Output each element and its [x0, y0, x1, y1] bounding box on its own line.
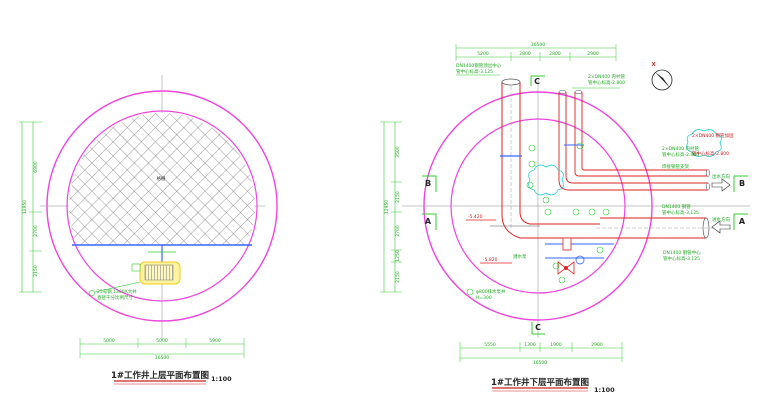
note-leader — [94, 281, 141, 293]
title-lower-plan: 1#工作井下层平面布置图 — [491, 377, 589, 388]
note-right-3: DN1400 钢管 — [662, 203, 691, 210]
left-dim-r-total: 12950 — [384, 200, 390, 214]
lower-level-plan: -5.420 -5.820 潜水泵 C C B A B A 出水方向 进水方向 … — [380, 42, 750, 394]
note-bottom-left-2: H=300 — [476, 295, 492, 301]
bottom-dimension-r: 5550 1300 1900 2900 16500 — [459, 342, 623, 366]
inner-shaft-ring — [66, 110, 258, 302]
note-top-left-1: DN1400钢管顶出中心 — [456, 62, 502, 69]
grate-tag — [131, 263, 141, 272]
note-top-right-1: 2×DN400 内衬管 — [588, 73, 625, 80]
left-dim-r-2: 2150 — [395, 191, 401, 203]
top-dim-total: 16500 — [531, 42, 545, 48]
section-b-right-mark — [733, 175, 748, 192]
top-dim-3: 2800 — [549, 51, 561, 57]
section-a-left-mark — [422, 213, 437, 230]
note-marker — [89, 290, 95, 296]
pump-body — [562, 237, 572, 251]
dn1400-pipe-entry — [501, 78, 600, 239]
note-bottom-right-2: 管中心标高-3.125 — [663, 255, 700, 262]
left-dim-r-5: 2150 — [395, 271, 401, 283]
pump-label: 潜水泵 — [513, 253, 527, 260]
left-dimension: 6900 2700 2150 12950 — [19, 121, 42, 293]
note-top-right-2: 管中心标高-2.800 — [588, 79, 625, 86]
bottom-dim-total: 16500 — [155, 355, 169, 361]
section-c-top-mark — [530, 75, 545, 86]
left-dimension-r: 3500 2150 2700 1250 2150 12950 — [380, 121, 402, 293]
bottom-dim-1: 5000 — [103, 338, 115, 344]
bottom-dim-r-1: 5550 — [484, 342, 496, 348]
level-left-2: -5.820 — [483, 257, 498, 263]
twin-dn400-pipes — [558, 90, 710, 191]
bottom-dimension: 5000 5000 5900 16500 — [79, 338, 245, 361]
left-dim-1: 6900 — [33, 161, 39, 173]
center-label: 格栅 — [157, 175, 166, 182]
left-dim-2: 2700 — [33, 225, 39, 237]
level-left-1: -5.420 — [468, 214, 483, 220]
bottom-dim-r-2: 1300 — [524, 342, 536, 348]
bottom-dim-r-4: 2900 — [591, 342, 603, 348]
section-a-left: A — [425, 217, 432, 226]
outflow-label: 出水方向 — [712, 173, 730, 180]
note-weld: 焊接钢管支架 — [662, 163, 689, 170]
bottom-dim-2: 5000 — [156, 338, 168, 344]
upper-level-plan: 格栅 25号钢 1300X大井 直径千分比例尺寸 6900 2700 2150 … — [19, 75, 278, 385]
note-bottom-right-1: DN1400 钢管中心 — [663, 249, 701, 256]
note-right-4: 管中心标高-3.125 — [662, 209, 699, 216]
section-c-bottom: C — [535, 323, 541, 332]
cloud-note-2: 管中心标高-2.800 — [692, 150, 729, 157]
note-right-2: 管中心标高-2.800 — [662, 151, 699, 158]
scale-upper-plan: 1:100 — [211, 375, 232, 383]
top-dim-2: 2800 — [519, 51, 531, 57]
bottom-dim-3: 5900 — [209, 338, 221, 344]
top-dim-1: 5200 — [477, 51, 489, 57]
inner-shaft-ring-r — [450, 118, 626, 294]
north-arrow-icon — [651, 61, 673, 91]
bottom-dim-r-3: 1900 — [550, 342, 562, 348]
section-a-right-mark — [733, 213, 748, 230]
valve-center — [564, 266, 568, 270]
valve-icon — [557, 261, 575, 275]
inflow-label: 进水方向 — [712, 216, 730, 223]
section-b-left: B — [425, 179, 431, 188]
left-dim-3: 2150 — [33, 265, 39, 277]
inflow-arrow-icon — [711, 220, 731, 234]
note-line-2: 直径千分比例尺寸 — [97, 294, 133, 301]
title-upper-plan: 1#工作井上层平面布置图 — [111, 370, 209, 381]
left-dim-r-4: 1250 — [395, 250, 401, 262]
top-dim-4: 2900 — [587, 51, 599, 57]
pump-circle — [575, 255, 585, 265]
left-dim-total: 12950 — [22, 200, 28, 214]
section-c-bottom-mark — [531, 322, 545, 335]
grating-hatch — [69, 113, 255, 245]
section-b-left-mark — [422, 175, 437, 192]
note-top-left-2: 管中心标高-3.125 — [456, 68, 493, 75]
left-dim-r-1: 3500 — [395, 146, 401, 158]
scale-lower-plan: 1:100 — [594, 386, 615, 394]
left-dim-r-3: 2700 — [395, 225, 401, 237]
note-right-1: 2×DN400 内衬管 — [662, 145, 699, 152]
dn1400-pipe-a — [596, 217, 720, 239]
bottom-dim-r-total: 16500 — [533, 360, 547, 366]
section-b-right: B — [739, 179, 745, 188]
note-bottom-left-1: φ800排水泵井 — [476, 288, 506, 295]
note-line-1: 25号钢 1300X大井 — [97, 288, 137, 295]
cloud-marker-1 — [528, 164, 564, 196]
cloud-note-1: 2×DN400 钢管加固 — [692, 132, 734, 139]
cloud-marker-2 — [686, 129, 722, 157]
section-a-right: A — [739, 217, 746, 226]
outflow-arrow-icon — [711, 178, 731, 192]
outer-shaft-ring — [46, 90, 278, 322]
outer-shaft-ring-r — [423, 91, 653, 321]
section-c-top: C — [534, 77, 540, 86]
callout-markers — [466, 142, 610, 296]
grate-box — [144, 264, 174, 281]
top-dimension-r: 16500 5200 2800 2800 2900 — [455, 42, 617, 61]
